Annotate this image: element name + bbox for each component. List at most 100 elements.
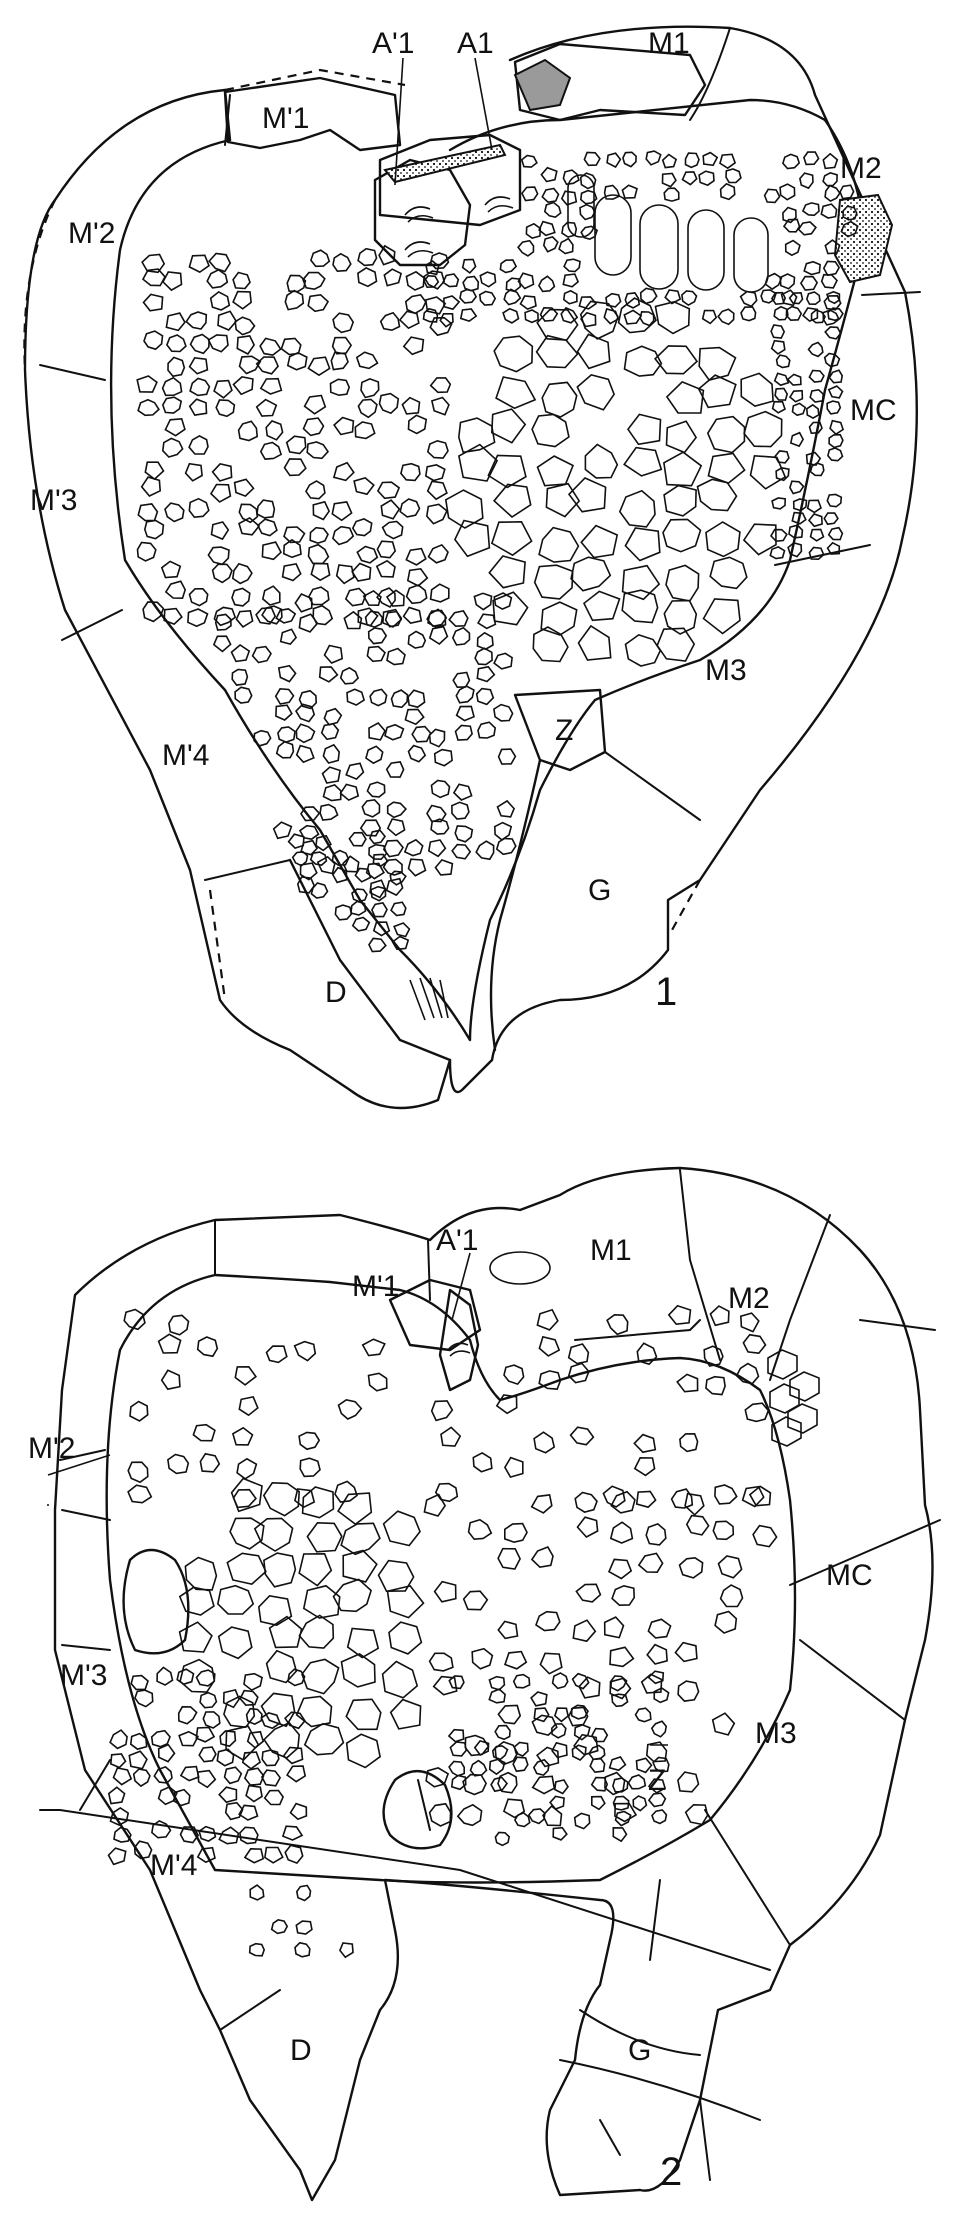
ossicle bbox=[624, 527, 661, 562]
ossicle bbox=[661, 172, 677, 188]
ossicle bbox=[797, 221, 817, 236]
ossicle bbox=[826, 400, 842, 415]
ossicle bbox=[178, 1586, 215, 1616]
ossicle bbox=[357, 398, 378, 419]
ossicle bbox=[827, 307, 844, 322]
ossicle bbox=[423, 274, 440, 289]
ossicle bbox=[536, 1746, 560, 1768]
ossicle bbox=[543, 201, 562, 218]
ossicle bbox=[251, 645, 272, 664]
ossicle bbox=[647, 1778, 667, 1794]
fig2-ossicle-field bbox=[107, 1304, 778, 1959]
ossicle bbox=[779, 273, 796, 290]
ossicle bbox=[517, 239, 535, 257]
ossicle bbox=[806, 499, 822, 514]
ossicle bbox=[441, 273, 460, 288]
ossicle bbox=[426, 609, 448, 628]
ossicle bbox=[809, 462, 825, 477]
ossicle bbox=[561, 221, 578, 238]
ossicle bbox=[382, 858, 403, 876]
ossicle bbox=[346, 1627, 380, 1659]
ossicle bbox=[305, 480, 326, 500]
ossicle bbox=[573, 1812, 591, 1830]
ossicle bbox=[384, 610, 403, 628]
ossicle bbox=[179, 1765, 200, 1782]
ossicle bbox=[457, 417, 496, 454]
ossicle bbox=[667, 1304, 692, 1326]
ossicle bbox=[426, 439, 449, 459]
ossicle bbox=[563, 258, 581, 273]
ossicle bbox=[178, 1730, 200, 1747]
ossicle bbox=[773, 372, 790, 387]
ossicle bbox=[136, 375, 158, 393]
ossicle bbox=[603, 1616, 625, 1639]
ossicle bbox=[151, 1819, 172, 1839]
ossicle bbox=[286, 351, 308, 371]
fig1-label-m1-prime: M'1 bbox=[262, 102, 309, 135]
ossicle bbox=[332, 461, 355, 482]
ossicle bbox=[503, 1650, 528, 1670]
ossicle bbox=[454, 724, 473, 741]
ossicle bbox=[281, 1825, 304, 1841]
ossicle bbox=[645, 1741, 668, 1763]
ossicle bbox=[461, 258, 477, 274]
ossicle bbox=[351, 518, 373, 537]
ossicle bbox=[661, 153, 678, 169]
fig1-label-d: D bbox=[325, 976, 347, 1009]
ossicle bbox=[109, 1753, 127, 1769]
ossicle bbox=[132, 1768, 151, 1788]
ossicle bbox=[576, 333, 611, 370]
ossicle bbox=[307, 293, 330, 313]
ossicle bbox=[714, 1610, 738, 1634]
ossicle bbox=[425, 503, 448, 525]
ossicle bbox=[773, 305, 789, 321]
ossicle bbox=[782, 153, 801, 170]
ossicle bbox=[275, 704, 293, 721]
ossicle bbox=[456, 1803, 483, 1827]
ossicle bbox=[167, 1453, 190, 1475]
ossicle bbox=[345, 1733, 381, 1769]
ossicle bbox=[153, 1765, 173, 1784]
ossicle bbox=[427, 839, 447, 858]
fig2-number: 2 bbox=[660, 2150, 682, 2194]
ossicle bbox=[820, 273, 838, 289]
fig2-plate-m1-prime bbox=[388, 1278, 482, 1352]
ossicle bbox=[537, 275, 556, 293]
ossicle bbox=[652, 1756, 670, 1773]
ossicle bbox=[283, 526, 306, 544]
ossicle bbox=[451, 626, 471, 646]
ossicle bbox=[459, 308, 478, 322]
ossicle bbox=[681, 290, 698, 307]
ossicle bbox=[323, 644, 344, 664]
ossicle bbox=[303, 1722, 345, 1756]
ossicle bbox=[488, 555, 526, 589]
ossicle bbox=[209, 290, 231, 311]
ossicle bbox=[196, 1846, 216, 1864]
ossicle bbox=[231, 1426, 254, 1446]
ossicle bbox=[249, 1884, 265, 1901]
ossicle bbox=[137, 398, 160, 417]
ossicle bbox=[356, 545, 379, 564]
ossicle bbox=[150, 1729, 171, 1748]
ossicle bbox=[198, 1746, 217, 1763]
ossicle bbox=[764, 272, 783, 291]
ossicle bbox=[332, 525, 355, 546]
ossicle bbox=[495, 376, 537, 410]
fig1-number: 1 bbox=[655, 970, 677, 1014]
ossicle bbox=[574, 1491, 598, 1513]
ossicle bbox=[681, 171, 698, 186]
ossicle bbox=[188, 434, 209, 455]
ossicle bbox=[663, 484, 697, 517]
ossicle bbox=[789, 480, 805, 495]
ossicle bbox=[127, 1461, 149, 1484]
ossicle bbox=[542, 1805, 563, 1827]
ossicle bbox=[637, 1552, 664, 1574]
ossicle bbox=[192, 1423, 216, 1442]
ossicle bbox=[475, 840, 495, 861]
ossicle bbox=[137, 503, 159, 522]
ossicle bbox=[705, 1375, 726, 1396]
ossicle bbox=[512, 1756, 529, 1773]
ossicle bbox=[429, 583, 450, 603]
ossicle bbox=[253, 729, 272, 747]
ossicle bbox=[492, 483, 532, 519]
